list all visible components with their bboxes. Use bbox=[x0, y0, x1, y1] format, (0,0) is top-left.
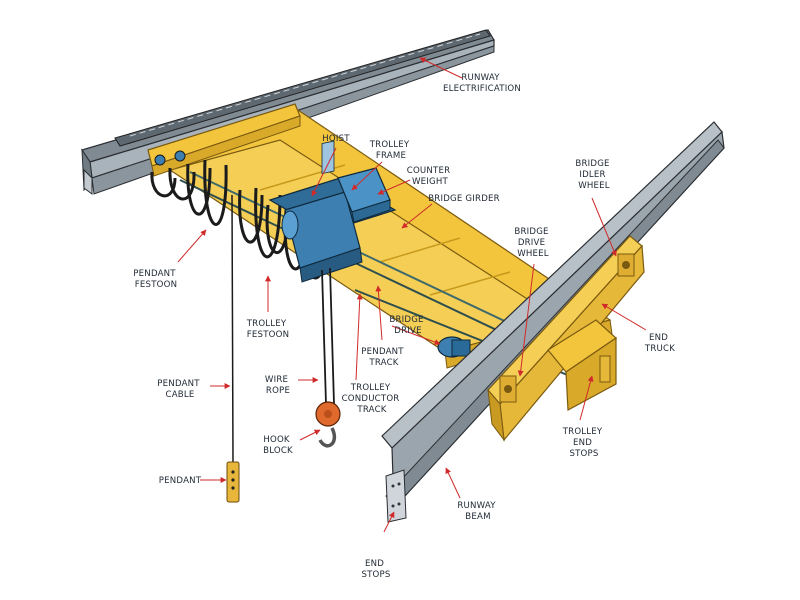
label-runway-beam: RUNWAY BEAM bbox=[457, 501, 498, 522]
label-end-stops: END STOPS bbox=[361, 559, 390, 580]
bridge-drive-motor bbox=[437, 336, 471, 358]
label-wire-rope: WIRE ROPE bbox=[265, 375, 291, 396]
label-bridge-drive-wheel: BRIDGE DRIVE WHEEL bbox=[514, 227, 551, 259]
label-trolley-end-stops: TROLLEY END STOPS bbox=[562, 427, 606, 459]
lower-end-truck bbox=[547, 319, 617, 411]
far-end-truck bbox=[147, 103, 301, 177]
label-bridge-girder: BRIDGE GIRDER bbox=[428, 194, 500, 204]
hook-block bbox=[315, 401, 341, 448]
label-counter-weight: COUNTER WEIGHT bbox=[407, 166, 453, 187]
runway-electrification-rail bbox=[114, 29, 491, 147]
label-hook-block: HOOK BLOCK bbox=[263, 435, 293, 456]
label-pendant-cable: PENDANT CABLE bbox=[157, 379, 202, 400]
pendant-control bbox=[226, 461, 240, 503]
label-bridge-drive: BRIDGE DRIVE bbox=[389, 315, 426, 336]
pendant-festoon bbox=[150, 150, 282, 259]
label-runway-electrification: RUNWAY ELECTRIFICATION bbox=[443, 73, 521, 94]
label-end-truck: END TRUCK bbox=[644, 333, 675, 354]
label-pendant-track: PENDANT TRACK bbox=[361, 347, 406, 368]
label-pendant-festoon: PENDANT FESTOON bbox=[133, 269, 178, 290]
label-trolley-festoon: TROLLEY FESTOON bbox=[246, 319, 290, 340]
label-pendant: PENDANT bbox=[159, 476, 202, 486]
label-bridge-idler-wheel: BRIDGE IDLER WHEEL bbox=[575, 159, 612, 191]
label-hoist: HOIST bbox=[322, 134, 350, 144]
label-trolley-conductor-track: TROLLEY CONDUCTOR TRACK bbox=[342, 383, 403, 415]
label-trolley-frame: TROLLEY FRAME bbox=[369, 140, 413, 161]
hoist-trolley bbox=[268, 140, 397, 283]
leader-lines bbox=[177, 57, 647, 533]
callout-labels: RUNWAY ELECTRIFICATION HOIST TROLLEY FRA… bbox=[133, 73, 675, 580]
pendant-cable bbox=[231, 194, 234, 463]
wire-rope bbox=[321, 267, 335, 405]
